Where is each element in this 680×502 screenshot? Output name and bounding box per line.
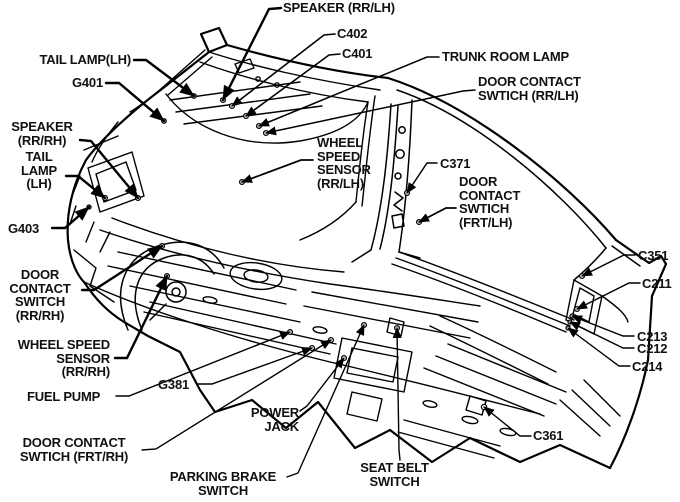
leader-g403 [52,207,89,228]
tail-lamp-pocket [70,122,144,302]
leader-wheel-speed-sensor-rr-rh [115,276,167,358]
label-c402: C402 [337,26,368,41]
leader-parking-brake-switch [287,324,364,477]
label-wheel-speed-sensor-rr-rh: WHEEL SPEED SENSOR (RR/RH) [17,337,110,379]
label-g381: G381 [158,377,190,392]
label-parking-brake-switch: PARKING BRAKE SWITCH [169,469,277,498]
quarter-sail-panel [112,96,375,272]
label-door-contact-switch-rr-rh: DOOR CONTACT SWITCH (RR/RH) [9,267,71,323]
leader-c401 [245,54,340,116]
body-outline [68,28,666,468]
label-g403: G403 [8,221,40,236]
rocker-sill [392,252,574,332]
leader-c371 [407,163,437,194]
label-door-contact-swtich-rr-lh: DOOR CONTACT SWTICH (RR/LH) [478,74,581,103]
leader-tail-lamp-lh-side [66,176,105,198]
leader-trunk-room-lamp [258,57,439,126]
leader-door-contact-swtich-rr-lh [265,90,475,136]
leader-seat-belt-switch [392,327,402,460]
leader-door-contact-swtich-frt-rh [142,340,332,450]
leader-door-contact-switch-rr-rh [82,246,162,290]
label-c371: C371 [440,156,471,171]
label-c401: C401 [342,46,373,61]
label-tail-lamp-lh-top: TAIL LAMP(LH) [39,52,131,67]
leader-c213 [571,316,634,336]
label-trunk-room-lamp: TRUNK ROOM LAMP [442,49,569,64]
leader-door-contact-swtich-frt-lh [419,208,456,222]
leader-fuel-pump [116,332,291,396]
leader-c212 [569,322,634,348]
leader-c351 [581,255,635,276]
label-wheel-speed-sensor-rr-lh: WHEEL SPEED SENSOR (RR/LH) [317,135,371,191]
trunk-deck [130,50,380,143]
label-door-contact-swtich-frt-lh: DOOR CONTACT SWTICH (FRT/LH) [459,174,521,230]
label-c214: C214 [632,359,663,374]
leader-c211 [576,283,640,309]
roof-rail-a-pillar [397,90,640,280]
leader-c402 [232,34,335,106]
leader-g381 [198,347,313,384]
leader-c361 [483,407,531,436]
seat-console-area [334,318,412,421]
leader-speaker-rr-rh [80,140,138,198]
label-speaker-rr-lh: SPEAKER (RR/LH) [283,0,395,15]
leader-c214 [567,328,630,366]
label-power-jack: POWER JACK [250,405,299,434]
label-c351: C351 [638,248,669,263]
leader-tail-lamp-lh-top [134,60,194,96]
label-c211: C211 [642,276,672,291]
label-c213: C213 [637,329,668,344]
b-pillar [352,100,420,262]
label-fuel-pump: FUEL PUMP [27,389,101,404]
label-seat-belt-switch: SEAT BELT SWITCH [360,460,429,489]
leader-wheel-speed-sensor-rr-lh [241,160,313,182]
label-c212: C212 [637,341,668,356]
label-c361: C361 [533,428,564,443]
label-speaker-rr-rh: SPEAKER (RR/RH) [11,119,73,148]
label-door-contact-swtich-frt-rh: DOOR CONTACT SWTICH (FRT/RH) [19,435,129,464]
leader-g401 [106,83,164,121]
front-floor [398,316,620,458]
leader-speaker-rr-lh [223,8,281,100]
leader-power-jack [300,357,344,411]
label-tail-lamp-lh-side: TAIL LAMP (LH) [20,149,58,191]
label-g401: G401 [71,75,103,90]
leader-lines [52,8,640,477]
